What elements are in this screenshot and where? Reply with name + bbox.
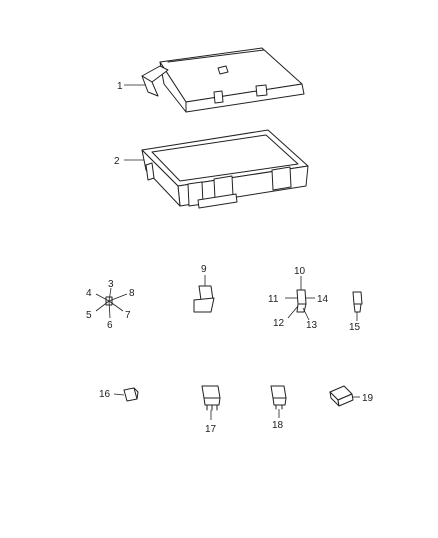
callout-2: 2	[114, 156, 120, 167]
callout-10: 10	[294, 266, 306, 277]
callout-18: 18	[272, 420, 284, 431]
callout-8: 8	[129, 288, 135, 299]
fuse-box-base	[141, 129, 309, 209]
callout-9: 9	[201, 264, 207, 275]
callout-11: 11	[268, 294, 279, 305]
callout-1: 1	[117, 81, 123, 92]
callout-7: 7	[125, 310, 131, 321]
callout-3: 3	[108, 279, 114, 290]
fuse-part-15	[352, 291, 363, 321]
callout-5: 5	[86, 310, 92, 321]
callout-16: 16	[99, 389, 111, 400]
callout-13: 13	[306, 320, 318, 331]
fuse-cluster-10-14	[285, 276, 315, 321]
relay-part-19	[329, 385, 360, 407]
callout-12: 12	[273, 318, 285, 329]
callout-6: 6	[107, 320, 113, 331]
callout-19: 19	[362, 393, 374, 404]
callout-4: 4	[86, 288, 92, 299]
relay-part-18	[270, 385, 287, 418]
mini-fuse-cluster	[95, 287, 128, 319]
relay-part-17	[201, 385, 221, 420]
callout-14: 14	[317, 294, 329, 305]
callout-17: 17	[205, 424, 217, 435]
callout-15: 15	[349, 322, 361, 333]
fuse-box-cover	[141, 47, 305, 113]
relay-part-9	[193, 275, 215, 313]
fuse-puller-part-16	[113, 387, 139, 402]
